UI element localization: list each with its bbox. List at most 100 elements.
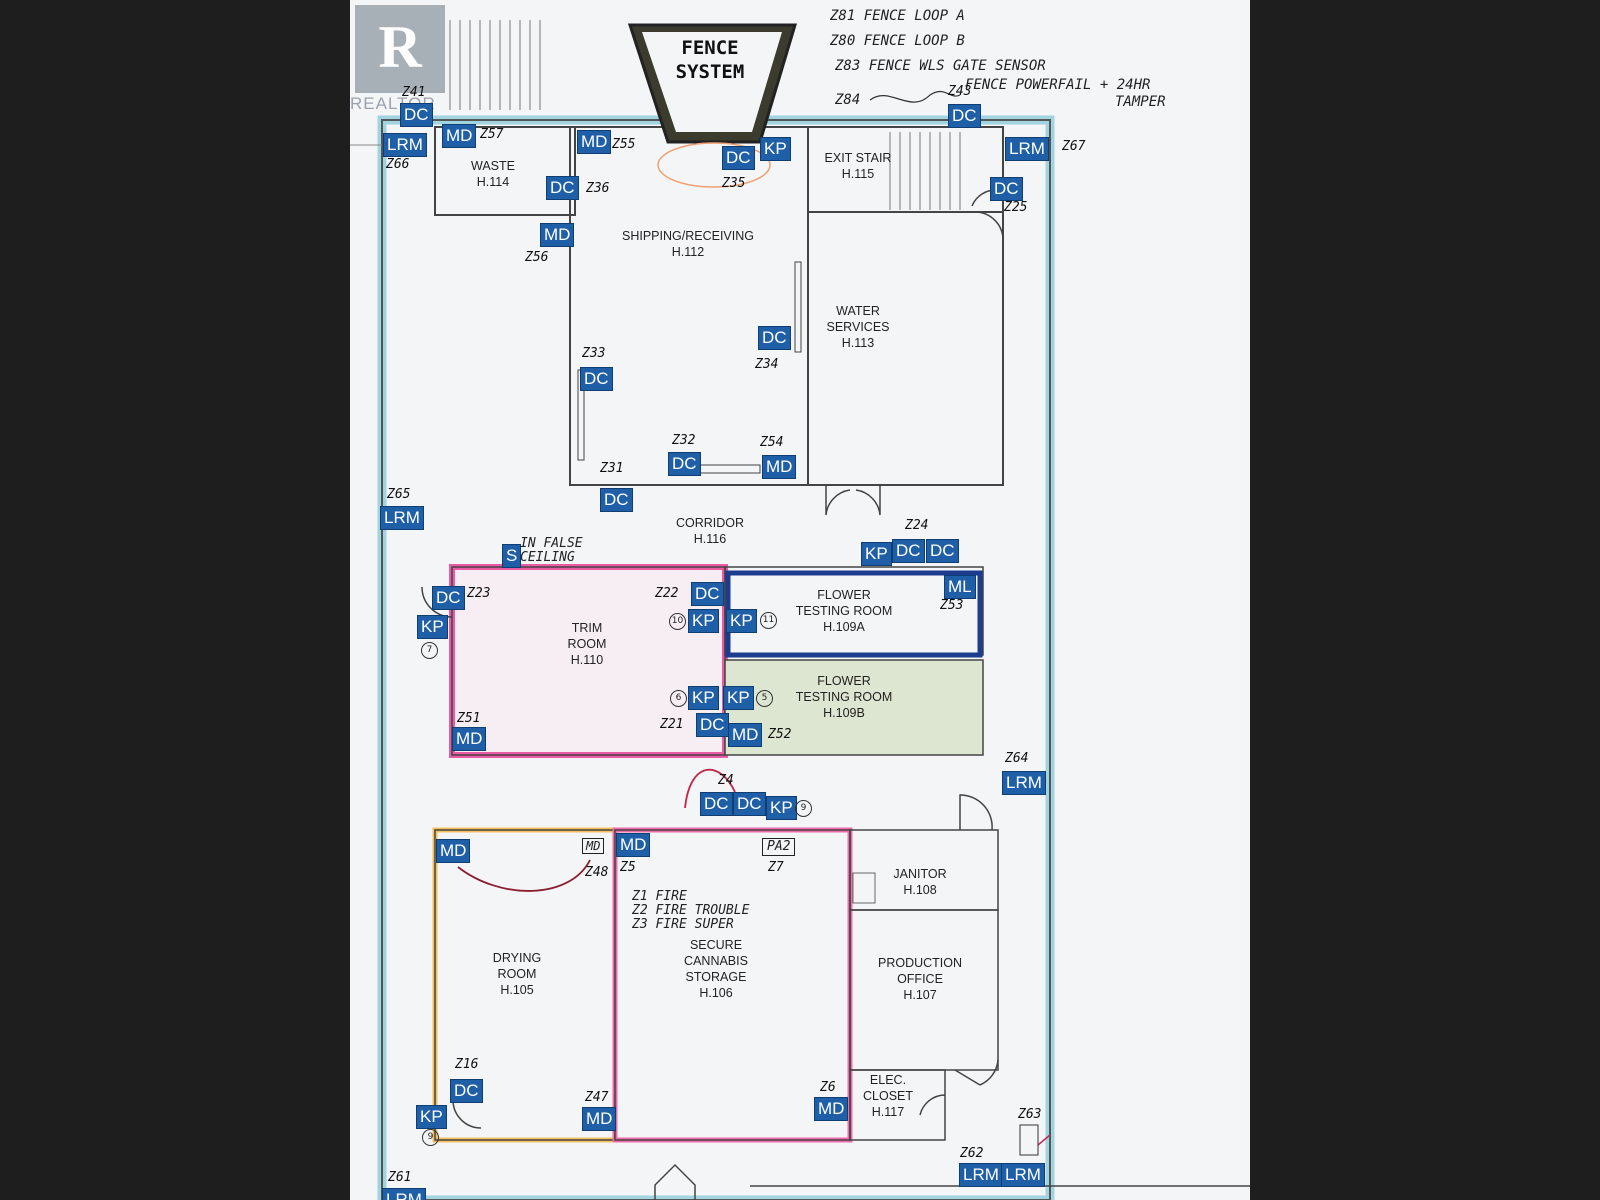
zone-label: Z24 bbox=[905, 518, 929, 533]
device-tag: DC bbox=[668, 452, 701, 476]
elec-wall bbox=[849, 1069, 946, 1141]
zone-label: Z22 bbox=[655, 586, 679, 601]
circled-number: 11 bbox=[760, 612, 777, 629]
realtor-logo-mark: R bbox=[378, 14, 422, 80]
device-tag: KP bbox=[726, 609, 757, 633]
device-tag: DC bbox=[580, 367, 613, 391]
fence-system-inner bbox=[642, 32, 782, 132]
zone-label: Z62 bbox=[960, 1146, 984, 1161]
zone-label: Z35 bbox=[722, 176, 746, 191]
floor-plan-drawing bbox=[350, 20, 1250, 1200]
door-arc bbox=[974, 211, 1004, 241]
device-tag: ML bbox=[944, 575, 976, 599]
device-tag: MD bbox=[540, 223, 575, 247]
circled-number: 7 bbox=[421, 642, 438, 659]
zone-label: Z31 bbox=[600, 461, 624, 476]
zone-label: Z4 bbox=[718, 773, 734, 788]
md-box-note: MD bbox=[582, 838, 605, 854]
waste-wall bbox=[434, 126, 576, 216]
device-tag: LRM bbox=[1002, 771, 1046, 795]
pa2-note: PA2 bbox=[762, 838, 796, 856]
device-tag: DC bbox=[990, 177, 1023, 201]
circled-number: 6 bbox=[670, 690, 687, 707]
device-tag: LRM bbox=[383, 133, 427, 157]
device-tag: KP bbox=[760, 137, 791, 161]
device-tag: DC bbox=[948, 104, 981, 128]
zone-label: Z56 bbox=[525, 250, 549, 265]
device-tag: KP bbox=[861, 542, 892, 566]
legend-line-5: FENCE POWERFAIL + 24HR bbox=[965, 77, 1151, 93]
stair-lines bbox=[449, 20, 961, 210]
zone-label: Z66 bbox=[386, 157, 410, 172]
zone-label: Z5 bbox=[620, 860, 636, 875]
production-door bbox=[954, 1059, 999, 1086]
device-tag: DC bbox=[733, 792, 766, 816]
red-arc-2 bbox=[457, 859, 591, 892]
red-arc bbox=[684, 768, 736, 809]
zone-label: Z25 bbox=[1004, 200, 1028, 215]
legend-line-1: Z81 FENCE LOOP A bbox=[830, 8, 965, 24]
device-tag: KP bbox=[688, 686, 719, 710]
red-tick bbox=[1037, 1134, 1051, 1146]
zone-label: Z6 bbox=[820, 1080, 836, 1095]
zone-label: Z64 bbox=[1005, 751, 1029, 766]
drying-door bbox=[452, 1099, 482, 1129]
device-tag: LRM bbox=[959, 1163, 1003, 1187]
device-tag: MD bbox=[814, 1097, 849, 1121]
flower-b-wall bbox=[724, 659, 984, 756]
device-tag: MD bbox=[577, 130, 612, 154]
legend-line-6: TAMPER bbox=[1115, 94, 1166, 110]
fire-zones-note: Z1 FIRE Z2 FIRE TROUBLE Z3 FIRE SUPER bbox=[632, 889, 750, 932]
device-tag: DC bbox=[546, 176, 579, 200]
device-tag: DC bbox=[400, 103, 433, 127]
device-tag: KP bbox=[766, 796, 797, 820]
fence-system-title: FENCE SYSTEM bbox=[675, 37, 745, 83]
zone-label: Z47 bbox=[585, 1090, 609, 1105]
zone-label: Z23 bbox=[467, 586, 491, 601]
zone-label: Z48 bbox=[585, 865, 609, 880]
zone-label: Z32 bbox=[672, 433, 696, 448]
zone-label: Z54 bbox=[760, 435, 784, 450]
device-tag: LRM bbox=[380, 506, 424, 530]
device-tag: KP bbox=[417, 615, 448, 639]
device-tag: LRM bbox=[1005, 137, 1049, 161]
circled-number: 5 bbox=[756, 690, 773, 707]
janitor-sink bbox=[852, 872, 876, 904]
zone-label: Z33 bbox=[582, 346, 606, 361]
device-tag: DC bbox=[722, 146, 755, 170]
device-tag: S bbox=[502, 544, 522, 568]
device-tag: MD bbox=[436, 839, 471, 863]
entry-vestibule bbox=[654, 1163, 696, 1200]
water-services-wall bbox=[807, 211, 1004, 486]
zone-label: Z52 bbox=[768, 727, 792, 742]
elec-door bbox=[919, 1094, 946, 1116]
realtor-logo: R bbox=[355, 5, 445, 93]
z63-device bbox=[1019, 1124, 1039, 1156]
device-tag: MD bbox=[728, 723, 763, 747]
device-tag: DC bbox=[450, 1079, 483, 1103]
device-tag: KP bbox=[723, 686, 754, 710]
legend-line-4: Z84 bbox=[835, 92, 861, 108]
device-tag: MD bbox=[616, 833, 651, 857]
device-tag: KP bbox=[416, 1105, 447, 1129]
device-tag: DC bbox=[758, 326, 791, 350]
device-tag: LRM bbox=[1001, 1163, 1045, 1187]
circled-number: 9 bbox=[422, 1129, 439, 1146]
zone-label: Z51 bbox=[457, 711, 481, 726]
legend-line-3: Z83 FENCE WLS GATE SENSOR bbox=[835, 58, 1046, 74]
legend-line-2: Z80 FENCE LOOP B bbox=[830, 33, 965, 49]
legend-squiggle bbox=[869, 90, 961, 103]
zone-label: Z16 bbox=[455, 1057, 479, 1072]
zone-label: Z55 bbox=[612, 137, 636, 152]
circled-number: 10 bbox=[669, 613, 686, 630]
